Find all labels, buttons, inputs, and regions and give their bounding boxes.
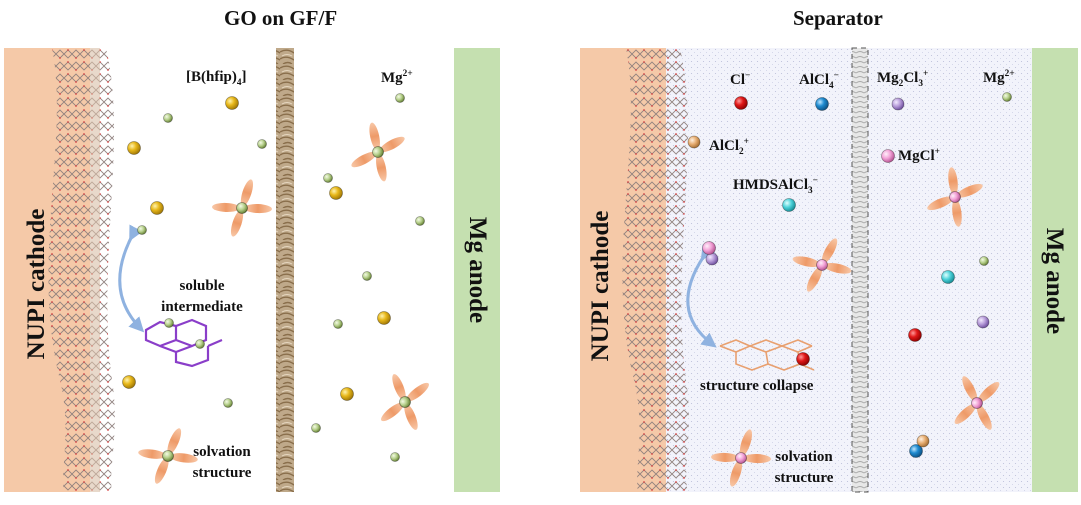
left-solvation-label: solvation structure — [192, 444, 252, 481]
alcl4-label: AlCl4− — [799, 71, 839, 91]
solvation-cluster — [138, 428, 198, 484]
right-solvation-clusters — [711, 167, 1000, 487]
right-anode — [1032, 48, 1078, 492]
right-panel-title: Separator — [793, 6, 883, 30]
mg-ion-sphere — [311, 423, 321, 433]
mgcl-ion-sphere — [881, 149, 895, 163]
left-go-interlayer — [276, 48, 294, 492]
mg-ion-sphere — [415, 216, 425, 226]
left-panel — [4, 48, 500, 492]
anion-sphere — [127, 141, 141, 155]
anion-sphere — [150, 201, 164, 215]
cl-ion-sphere — [796, 352, 810, 366]
mg-ion-sphere — [333, 319, 343, 329]
left-panel-title: GO on GF/F — [224, 6, 338, 30]
alcl2-ion-sphere — [916, 434, 930, 448]
mg-ion-sphere — [164, 318, 174, 328]
mg-ion-sphere — [390, 452, 400, 462]
alcl2-ion-sphere — [687, 135, 701, 149]
solvation-cluster — [927, 167, 983, 227]
soluble-intermediate-label: soluble intermediate — [161, 278, 243, 315]
mgcl-label: MgCl+ — [898, 147, 940, 164]
structure-collapse-label: structure collapse — [700, 378, 814, 394]
mg-ion-sphere — [195, 339, 205, 349]
mg-ion-sphere — [1002, 92, 1012, 102]
mg-ion-sphere — [257, 139, 267, 149]
alcl4-ion-sphere — [815, 97, 829, 111]
mg-ion-sphere — [163, 113, 173, 123]
solvation-cluster — [711, 429, 771, 487]
mg2cl3-ion-sphere — [705, 252, 719, 266]
solvation-cluster — [381, 374, 429, 430]
mg2cl3-ion-sphere — [891, 97, 905, 111]
mg-ion-sphere — [137, 225, 147, 235]
cl-label: Cl− — [730, 71, 751, 88]
anion-sphere — [122, 375, 136, 389]
left-cathode-graphene-layer — [48, 48, 115, 492]
mg2cl3-ion-sphere — [976, 315, 990, 329]
right-mg-label: Mg2+ — [983, 69, 1015, 86]
solvation-cluster — [954, 376, 1000, 430]
alcl4-ion-sphere — [909, 444, 923, 458]
hmds-ion-sphere — [941, 270, 955, 284]
anion-sphere — [340, 387, 354, 401]
hmds-ion-sphere — [782, 198, 796, 212]
solvation-cluster — [212, 179, 272, 237]
right-separator — [851, 47, 869, 493]
left-cathode-label: NUPI cathode — [23, 208, 50, 360]
right-panel — [580, 47, 1078, 493]
mg-ion-sphere — [979, 256, 989, 266]
right-anode-label: Mg anode — [1041, 227, 1068, 335]
mg-ion-sphere — [395, 93, 405, 103]
mg-ion-sphere — [323, 173, 333, 183]
left-ions — [122, 93, 425, 462]
anion-sphere — [329, 186, 343, 200]
right-migration-arrow — [686, 244, 717, 348]
right-ions — [687, 92, 1012, 458]
cl-ion-sphere — [734, 96, 748, 110]
cl-ion-sphere — [908, 328, 922, 342]
left-solvation-clusters — [138, 122, 429, 484]
right-cathode-graphene-layer — [622, 48, 689, 492]
left-anode — [454, 48, 500, 492]
anion-label: [B(hfip)4] — [186, 69, 247, 88]
left-mg-label: Mg2+ — [381, 69, 413, 86]
anion-sphere — [377, 311, 391, 325]
solvation-cluster — [792, 238, 852, 292]
hmds-label: HMDSAlCl3− — [733, 176, 818, 196]
mg-ion-sphere — [362, 271, 372, 281]
left-migration-arrow — [118, 224, 145, 333]
solvation-cluster — [351, 122, 405, 182]
left-anode-label: Mg anode — [464, 216, 491, 324]
mg2cl3-label: Mg2Cl3+ — [877, 69, 929, 89]
anion-sphere — [225, 96, 239, 110]
alcl2-label: AlCl2+ — [709, 137, 749, 157]
soluble-intermediate-molecule — [144, 318, 223, 368]
right-solvation-label: solvation structure — [774, 449, 834, 486]
mgcl-ion-sphere — [702, 241, 716, 255]
right-cathode-label: NUPI cathode — [587, 210, 614, 362]
mg-ion-sphere — [223, 398, 233, 408]
